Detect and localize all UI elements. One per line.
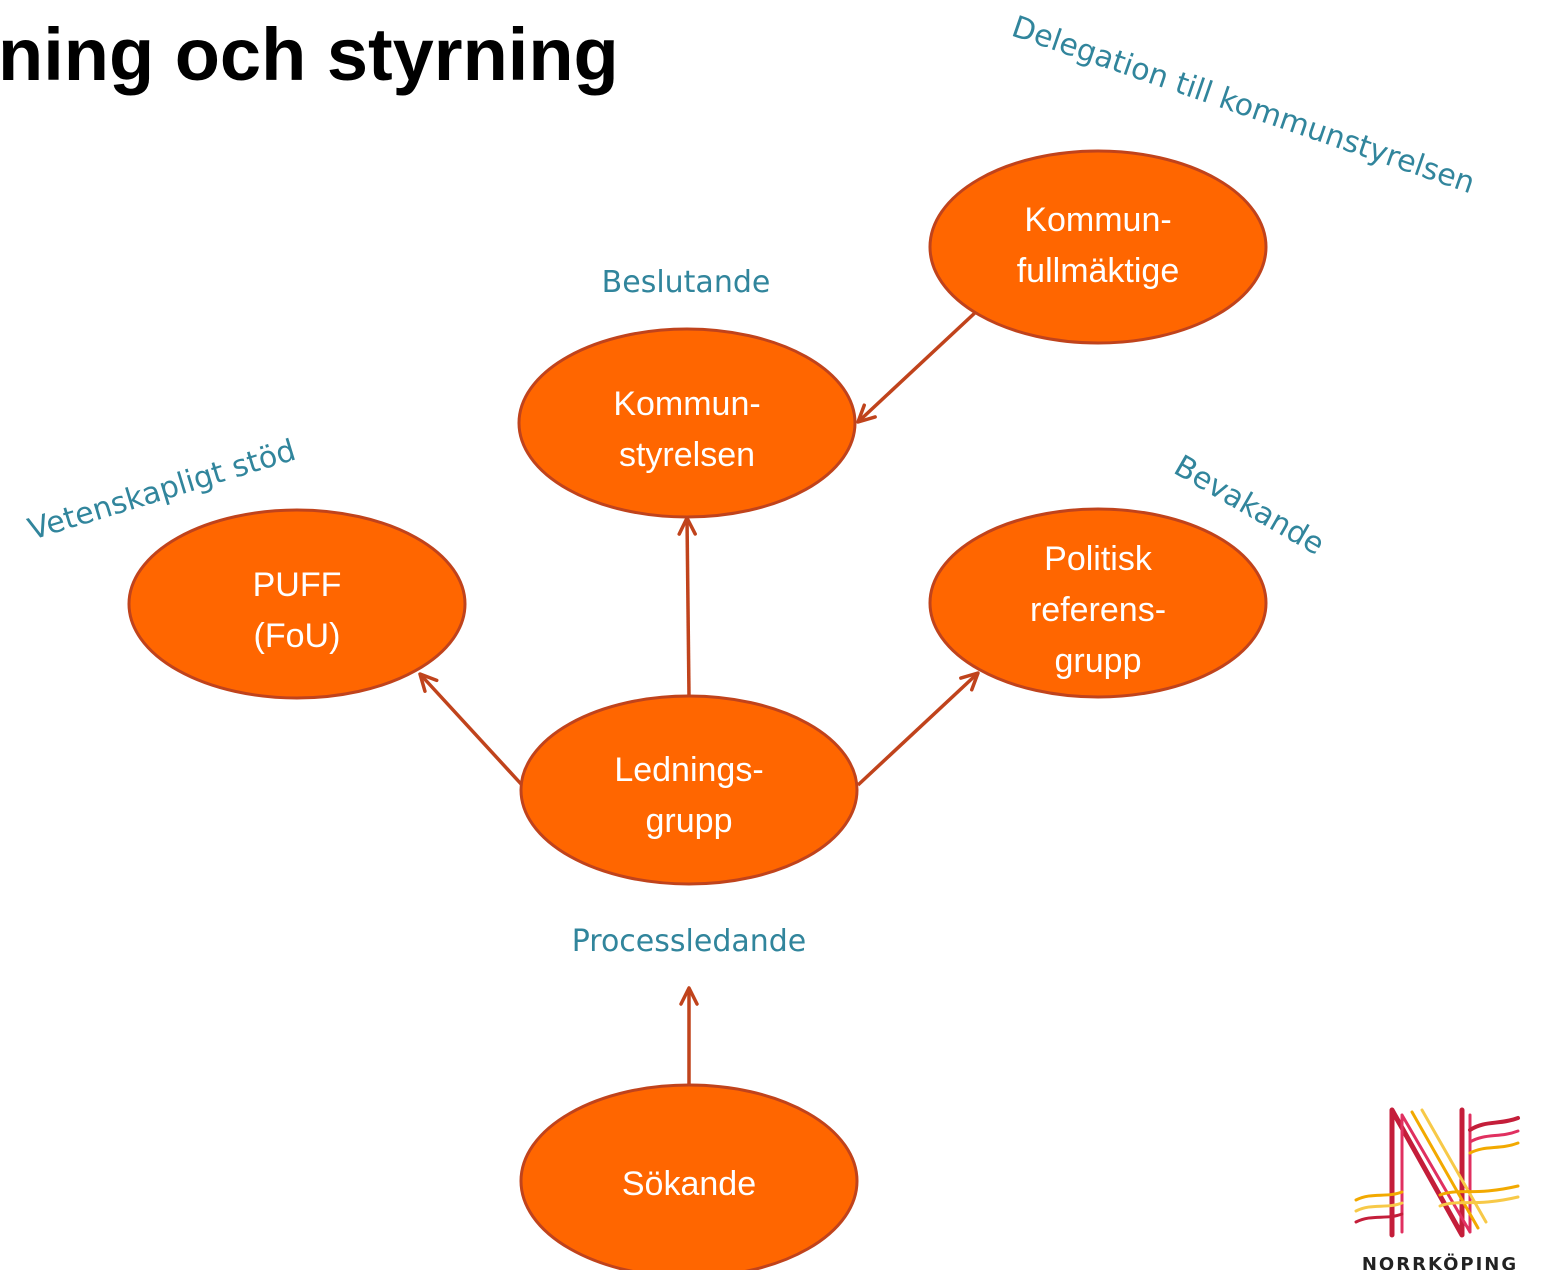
node-label: PUFF — [253, 566, 342, 604]
node-label: Lednings- — [614, 751, 763, 789]
annotation-processledande: Processledande — [572, 924, 807, 959]
arrows — [418, 308, 980, 1085]
arrow-fullmaktige-to-styrelsen — [856, 308, 980, 424]
arrow-ledning-to-puff — [418, 672, 524, 787]
page-title: ning och styrning — [0, 13, 619, 96]
logo-text: NORRKÖPING — [1362, 1253, 1518, 1270]
node-label: (FoU) — [254, 617, 341, 655]
annotation-beslutande: Beslutande — [602, 265, 771, 300]
node-label: Kommun- — [1024, 201, 1171, 239]
node-kommunfullmaktige: Kommun- fullmäktige — [928, 149, 1268, 345]
node-label: grupp — [646, 802, 733, 840]
norrkoping-logo: NORRKÖPING — [1354, 1107, 1520, 1270]
node-label: styrelsen — [619, 436, 755, 474]
node-label: grupp — [1055, 642, 1142, 680]
node-kommunstyrelsen: Kommun- styrelsen — [517, 327, 857, 519]
node-label: Sökande — [622, 1165, 756, 1203]
arrow-ledning-to-styrelsen — [677, 516, 697, 697]
node-label: referens- — [1030, 591, 1166, 629]
node-politisk-referensgrupp: Politisk referens- grupp — [928, 507, 1268, 699]
node-label: Politisk — [1044, 540, 1153, 578]
node-sokande: Sökande — [519, 1083, 859, 1270]
node-puff: PUFF (FoU) — [127, 508, 467, 700]
node-label: fullmäktige — [1017, 252, 1180, 290]
arrow-ledning-to-politisk — [856, 671, 980, 787]
node-label: Kommun- — [613, 385, 760, 423]
node-ledningsgrupp: Lednings- grupp — [519, 694, 859, 886]
